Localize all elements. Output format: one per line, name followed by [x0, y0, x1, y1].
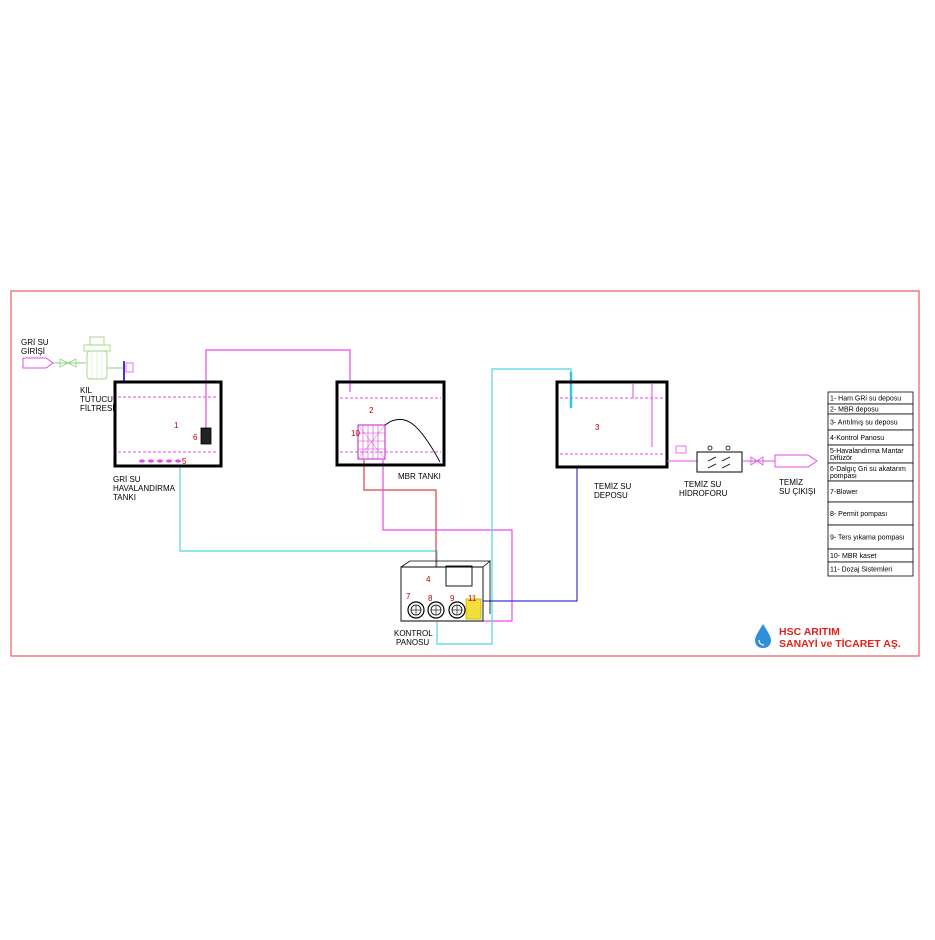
drawing-frame: [10, 290, 920, 657]
legend-item-text: 4-Kontrol Panosu: [830, 435, 884, 442]
outlet-label-2: SU ÇIKIŞI: [779, 487, 815, 496]
permeate-number: 8: [428, 594, 433, 603]
mbr-number: 2: [369, 406, 374, 415]
inlet-arrow: [22, 357, 54, 369]
filter-label-2: TUTUCU: [80, 395, 113, 404]
mbr-permeate-hose: [384, 418, 441, 463]
pipe-air-mbr: [363, 460, 437, 600]
outlet-valve-icon: [750, 456, 758, 466]
panel-label-2: PANOSU: [396, 638, 429, 647]
inlet-label-1: GRİ SU: [21, 338, 49, 347]
pipe-backwash: [436, 368, 572, 645]
aeration-tank-label-2: HAVALANDIRMA: [113, 484, 176, 493]
control-panel-top: [400, 560, 492, 568]
clean-tank-number: 3: [595, 423, 600, 432]
legend-item-text: 7-Blower: [830, 489, 858, 496]
backwash-pump-icon: [448, 601, 466, 619]
legend-item-text: 5-Havalandırma Mantar: [830, 448, 904, 455]
blower-icon: [407, 601, 425, 619]
legend-item-text: pompası: [830, 473, 857, 480]
cassette-number: 10: [351, 429, 360, 438]
mbr-cassette-icon: [357, 424, 386, 460]
inlet-valve-icon-b: [67, 358, 77, 368]
legend-table: 1- Ham GRi su deposu 2- MBR deposu 3- Arıt…: [827, 391, 914, 577]
hair-filter-icon: [83, 336, 111, 380]
mbr-tank-label: MBR TANKI: [398, 472, 441, 481]
blower-number: 7: [406, 592, 411, 601]
clean-water-tank: [555, 380, 669, 469]
company-logo: HSC ARITIM SANAYİ ve TİCARET AŞ.: [755, 624, 901, 650]
control-panel-screen: [445, 565, 473, 587]
diffuser-number: 5: [182, 457, 187, 466]
outlet-valve-icon-b: [756, 456, 764, 466]
pipe-air-tank1: [179, 466, 438, 568]
legend-item-text: 10- MBR kaset: [830, 553, 876, 560]
hydrophore-unit: [696, 451, 743, 473]
gauge-icon: [675, 445, 687, 454]
pump-number: 6: [193, 433, 198, 442]
legend-item-text: 1- Ham GRi su deposu: [830, 396, 901, 403]
inlet-label-2: GİRİŞİ: [21, 347, 45, 356]
clean-tank-label-1: TEMİZ SU: [594, 482, 632, 491]
legend-row: [827, 524, 914, 550]
legend-item-text: Difüzör: [830, 455, 853, 462]
filter-label-3: FİLTRESİ: [80, 404, 115, 413]
panel-number: 4: [426, 575, 431, 584]
dosing-number: 11: [468, 594, 477, 603]
legend-item-text: 8- Permit pompası: [830, 511, 887, 518]
permeate-pump-icon: [427, 601, 445, 619]
legend-item-text: 9- Ters yıkama pompası: [830, 535, 905, 542]
pipe-dosing: [480, 468, 578, 602]
legend-item-text: 6-Dalgıç Gri su akatarım: [830, 466, 906, 473]
aeration-tank-label-1: GRİ SU: [113, 475, 141, 484]
pipe-permeate: [382, 460, 513, 622]
tank1-number: 1: [174, 421, 179, 430]
logo-line-1: HSC ARITIM: [779, 626, 840, 638]
mbr-tank: [335, 380, 446, 467]
pipe-feed-to-mbr: [205, 349, 351, 431]
hydrophore-valve-icon: [707, 445, 731, 469]
outlet-label-1: TEMİZ: [779, 478, 803, 487]
diffuser-icon: [139, 459, 181, 463]
inlet-valve-icon: [59, 358, 69, 368]
legend-row: [827, 561, 914, 577]
filter-label-1: KIL: [80, 386, 93, 395]
dosing-system-icon: [465, 598, 482, 620]
aeration-tank: [113, 380, 223, 468]
panel-label-1: KONTROL: [394, 629, 433, 638]
legend-item-text: 2- MBR deposu: [830, 407, 879, 414]
hydrophore-label-2: HİDROFORU: [679, 489, 728, 498]
hydrophore-label-1: TEMİZ SU: [684, 480, 722, 489]
clean-tank-label-2: DEPOSU: [594, 491, 628, 500]
backwash-number: 9: [450, 594, 455, 603]
submersible-pump-icon: [200, 427, 212, 445]
logo-line-2: SANAYİ ve TİCARET AŞ.: [779, 637, 901, 650]
legend-item-text: 3- Arıtılmış su deposu: [830, 420, 898, 427]
aeration-tank-label-3: TANKI: [113, 493, 136, 502]
legend-item-text: 11- Dozaj Sistemleri: [830, 567, 893, 574]
outlet-arrow: [774, 454, 818, 468]
check-valve-icon: [125, 362, 134, 373]
